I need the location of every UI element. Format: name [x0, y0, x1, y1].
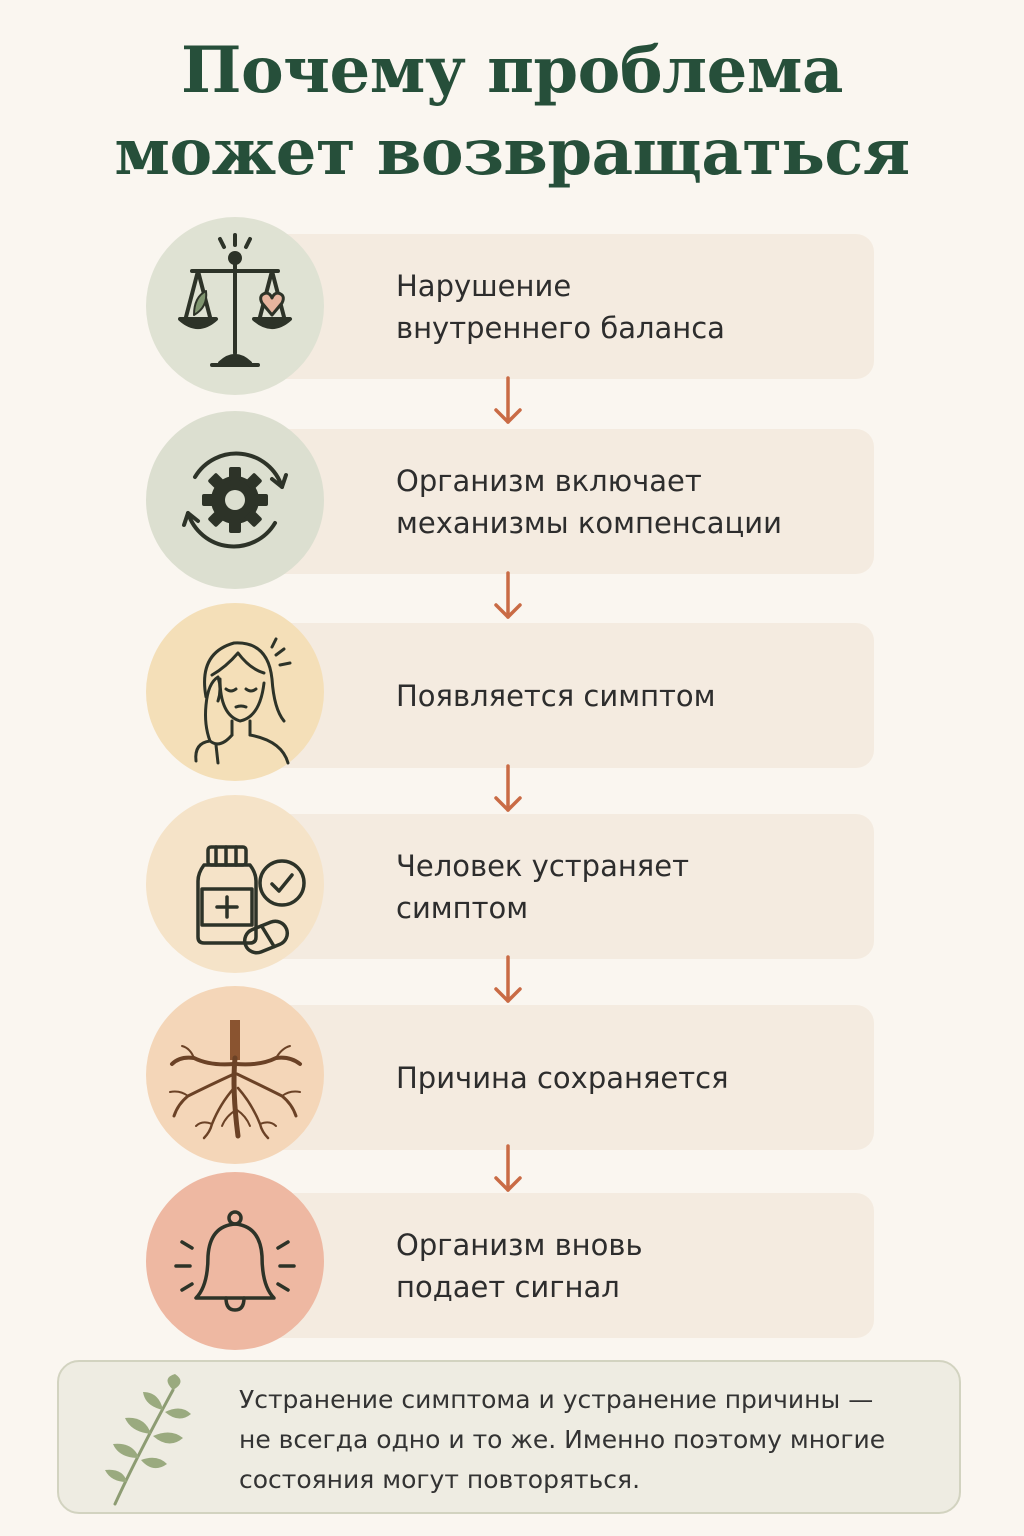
step-label: Организм вновь: [396, 1227, 643, 1262]
title-line-1: Почему проблема: [181, 33, 843, 108]
step-text-6: Организм вновь подает сигнал: [396, 1193, 856, 1338]
title-line-2: может возвращаться: [114, 115, 910, 190]
step-text-3: Появляется симптом: [396, 623, 856, 768]
medicine-bottle-icon: [196, 845, 306, 955]
step-icon-circle-3: [146, 603, 324, 781]
summary-text: Устранение симптома и устранение причины…: [239, 1380, 939, 1500]
step-card-3: [256, 623, 874, 768]
step-label: внутреннего баланса: [396, 310, 725, 345]
step-text-5: Причина сохраняется: [396, 1005, 856, 1150]
step-card-2: [256, 429, 874, 574]
step-icon-circle-5: [146, 986, 324, 1164]
step-label: подает сигнал: [396, 1269, 620, 1304]
arrow-down-icon: [494, 571, 522, 619]
step-label: симптом: [396, 890, 529, 925]
summary-line: состояния могут повторяться.: [239, 1465, 641, 1494]
step-text-4: Человек устраняет симптом: [396, 814, 856, 959]
summary-line: Устранение симптома и устранение причины…: [239, 1385, 874, 1414]
arrow-down-icon: [494, 764, 522, 812]
arrow-down-icon: [494, 376, 522, 424]
step-card-5: [256, 1005, 874, 1150]
arrow-down-icon: [494, 1144, 522, 1192]
bell-icon: [174, 1210, 296, 1312]
step-text-1: Нарушение внутреннего баланса: [396, 234, 856, 379]
balance-scale-icon: [178, 233, 292, 367]
step-icon-circle-1: [146, 217, 324, 395]
headache-person-icon: [194, 637, 292, 765]
step-icon-circle-4: [146, 795, 324, 973]
page-title: Почему проблема может возвращаться: [0, 30, 1024, 194]
leaf-sprig-icon: [105, 1374, 191, 1506]
step-label: механизмы компенсации: [396, 505, 782, 540]
step-label: Человек устраняет: [396, 848, 689, 883]
step-label: Нарушение: [396, 268, 572, 303]
step-card-1: [256, 234, 874, 379]
arrow-down-icon: [494, 955, 522, 1003]
step-icon-circle-2: [146, 411, 324, 589]
step-card-6: [256, 1193, 874, 1338]
summary-line: не всегда одно и то же. Именно поэтому м…: [239, 1425, 886, 1454]
roots-icon: [169, 1020, 302, 1140]
summary-note: Устранение симптома и устранение причины…: [57, 1360, 961, 1514]
step-label: Причина сохраняется: [396, 1060, 729, 1095]
gear-cycle-icon: [182, 451, 288, 549]
step-label: Появляется симптом: [396, 678, 716, 713]
step-label: Организм включает: [396, 463, 702, 498]
step-card-4: [256, 814, 874, 959]
step-text-2: Организм включает механизмы компенсации: [396, 429, 856, 574]
step-icon-circle-6: [146, 1172, 324, 1350]
